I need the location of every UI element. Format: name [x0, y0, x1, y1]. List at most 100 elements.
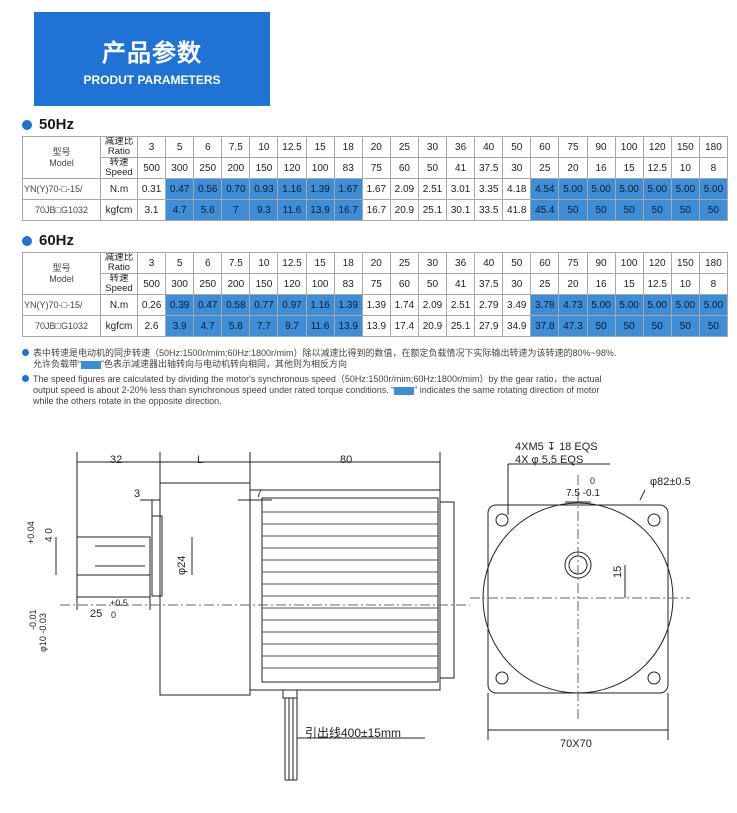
speed-cell: 83 [333, 157, 363, 179]
speed-cell: 25 [530, 157, 560, 179]
speed-cell: 100 [305, 157, 335, 179]
ratio-cell: 10 [249, 136, 279, 158]
torque-nm-cell: 0.97 [277, 294, 307, 316]
speed-cell: 37.5 [474, 157, 504, 179]
model-line2: 70JB□G1032 [22, 315, 101, 337]
ratio-cell: 12.5 [277, 136, 307, 158]
lead-wire-label: 引出线400±15mm [305, 726, 401, 740]
speed-cell: 30 [502, 273, 532, 295]
ratio-cell: 75 [558, 252, 588, 274]
ratio-cell: 180 [698, 252, 728, 274]
torque-nm-cell: 0.47 [193, 294, 223, 316]
speed-cell: 12.5 [642, 273, 672, 295]
torque-nm-cell: 0.31 [136, 178, 167, 200]
header-banner: 产品参数 PRODUT PARAMETERS [34, 12, 270, 99]
torque-kgfcm-cell: 45.4 [530, 199, 560, 221]
speed-cell: 15 [614, 273, 644, 295]
bullet-icon [22, 375, 29, 382]
ratio-cell: 18 [333, 252, 363, 274]
speed-cell: 30 [502, 157, 532, 179]
tol-dia10-a: -0.01 [28, 609, 38, 630]
ratio-cell: 5 [165, 136, 195, 158]
ratio-cell: 40 [474, 136, 504, 158]
speed-cell: 50 [417, 273, 448, 295]
torque-nm-cell: 1.16 [277, 178, 307, 200]
torque-nm-cell: 0.47 [165, 178, 195, 200]
torque-nm-cell: 1.16 [305, 294, 335, 316]
dia-82: φ82±0.5 [650, 476, 691, 488]
note-en-line1: The speed figures are calculated by divi… [33, 374, 602, 384]
torque-nm-cell: 2.09 [389, 178, 419, 200]
speed-cell: 500 [136, 157, 167, 179]
speed-cell: 200 [221, 273, 251, 295]
speed-cell: 150 [249, 273, 279, 295]
key-top-tol: 0 [590, 476, 596, 486]
torque-kgfcm-cell: 2.6 [136, 315, 167, 337]
speed-cell: 120 [277, 273, 307, 295]
ratio-cell: 120 [642, 252, 672, 274]
torque-nm-cell: 0.56 [193, 178, 223, 200]
torque-kgfcm-cell: 11.6 [277, 199, 307, 221]
speed-cell: 41 [446, 273, 476, 295]
ratio-cell: 5 [165, 252, 195, 274]
ratio-cell: 25 [389, 252, 419, 274]
torque-kgfcm-cell: 50 [698, 199, 728, 221]
ratio-cell: 60 [530, 252, 560, 274]
torque-kgfcm-cell: 37.8 [530, 315, 560, 337]
dia-24: φ24 [176, 555, 188, 575]
ratio-cell: 150 [670, 252, 700, 274]
shaft-outline [76, 536, 151, 576]
bullet-icon [22, 119, 32, 130]
speed-cell: 50 [417, 157, 448, 179]
torque-nm-cell: 5.00 [614, 178, 644, 200]
header-title-en: PRODUT PARAMETERS [83, 73, 221, 87]
ratio-cell: 40 [474, 252, 504, 274]
tol-shaft-zero: 4 0 [44, 528, 55, 542]
section-label: 60Hz [39, 232, 75, 249]
note-cn-line1: 表中转速是电动机的同步转速（50Hz:1500r/mim;60Hz:1800r/… [33, 348, 617, 358]
ratio-cell: 20 [361, 136, 391, 158]
torque-nm-cell: 5.00 [670, 294, 700, 316]
speed-cell: 250 [193, 157, 223, 179]
speed-cell: 60 [389, 273, 419, 295]
ratio-cell: 50 [502, 252, 532, 274]
ratio-cell: 20 [361, 252, 391, 274]
torque-nm-cell: 4.54 [530, 178, 560, 200]
section-60hz-heading: 60Hz [22, 232, 74, 249]
torque-nm-cell: 1.39 [333, 294, 363, 316]
speed-cell: 16 [586, 157, 616, 179]
ratio-cell: 30 [417, 136, 448, 158]
torque-kgfcm-cell: 16.7 [361, 199, 391, 221]
torque-nm-cell: 5.00 [642, 294, 672, 316]
model-line2: 70JB□G1032 [22, 199, 101, 221]
ratio-cell: 120 [642, 136, 672, 158]
ratio-cell: 100 [614, 252, 644, 274]
torque-nm-cell: 0.70 [221, 178, 251, 200]
torque-kgfcm-cell: 41.8 [502, 199, 532, 221]
torque-nm-cell: 0.26 [136, 294, 167, 316]
torque-nm-cell: 2.51 [446, 294, 476, 316]
header-underline [34, 99, 270, 106]
torque-nm-cell: 1.67 [333, 178, 363, 200]
section-label: 50Hz [39, 116, 75, 133]
torque-kgfcm-cell: 7.7 [249, 315, 279, 337]
note-en: The speed figures are calculated by divi… [22, 374, 602, 407]
torque-nm-cell: 3.01 [446, 178, 476, 200]
motor-body-outline [249, 489, 441, 691]
torque-kgfcm-cell: 27.9 [474, 315, 504, 337]
torque-nm-cell: 5.00 [698, 178, 728, 200]
torque-kgfcm-cell: 47.3 [558, 315, 588, 337]
torque-kgfcm-cell: 3.1 [136, 199, 167, 221]
torque-kgfcm-cell: 50 [614, 315, 644, 337]
speed-cell: 120 [277, 157, 307, 179]
speed-cell: 12.5 [642, 157, 672, 179]
ratio-cell: 90 [586, 136, 616, 158]
dim-l: L [197, 454, 204, 466]
torque-nm-cell: 5.00 [586, 294, 616, 316]
ratio-cell: 25 [389, 136, 419, 158]
tol-05: +0.5 [110, 598, 128, 608]
torque-nm-cell: 5.00 [642, 178, 672, 200]
